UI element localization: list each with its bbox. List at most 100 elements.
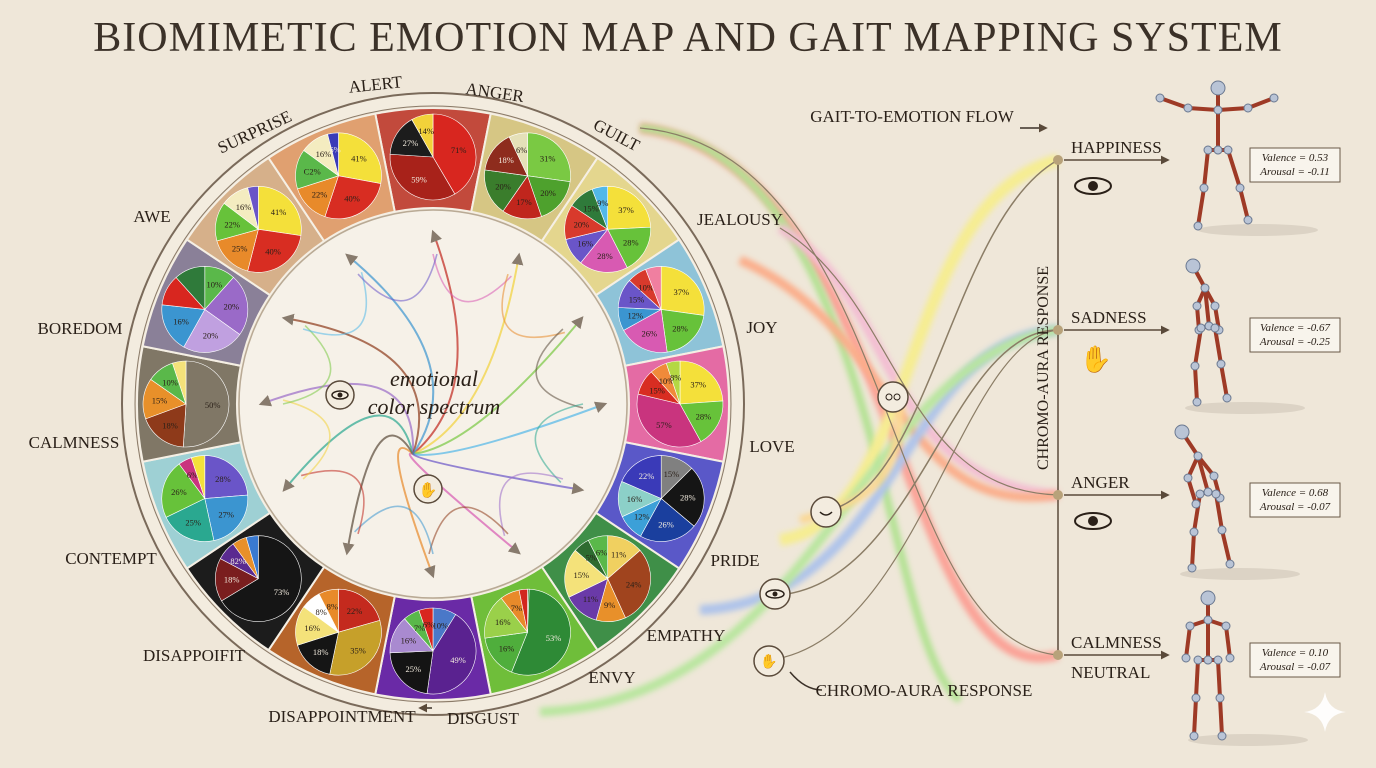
pie-slice-label: 15% <box>629 294 645 304</box>
skeleton-joint <box>1200 590 1216 606</box>
pie-slice <box>190 455 206 499</box>
pie-slice-label: 11% <box>583 594 598 604</box>
pie-slice-label: 20% <box>495 182 511 192</box>
pie-slice <box>389 153 456 201</box>
skeleton-joint <box>1211 489 1221 499</box>
pie-slice <box>518 588 528 633</box>
pie-slice-label: 18% <box>498 155 514 165</box>
segment-pie: 71%59%27%14% <box>389 113 477 201</box>
pie-slice-label: 7% <box>511 603 522 613</box>
pie-slice <box>318 588 339 633</box>
spectrum-arrow <box>397 447 436 579</box>
wheel-label-boredom: BOREDOM <box>37 319 122 338</box>
segment-pie: 37%28%57%15%10%8% <box>636 360 724 448</box>
pie-slice <box>338 132 382 184</box>
spectrum-curve <box>302 271 368 336</box>
pie-slice <box>660 309 705 353</box>
spectrum-arrow <box>412 453 585 495</box>
wheel-label-jealousy: JEALOUSY <box>697 210 783 229</box>
skeleton-joint <box>1203 655 1213 665</box>
pie-slice-label: 18% <box>313 647 329 657</box>
segment-pie: 10%20%20%16% <box>161 266 249 353</box>
pie-slice-label: 82% <box>230 556 246 566</box>
pie-slice-label: 8% <box>670 373 681 383</box>
pie-slice-label: 8% <box>316 607 327 617</box>
pie-slice-label: 16% <box>577 239 593 249</box>
face-icon-eye <box>885 393 893 401</box>
skeleton-anger <box>1174 424 1300 580</box>
skeleton-shadow <box>1185 402 1305 414</box>
pie-slice <box>645 266 662 310</box>
pie-slice-label: 9% <box>604 600 615 610</box>
wheel-label-envy: ENVY <box>588 668 635 687</box>
skeleton-joint <box>1193 451 1203 461</box>
flow-label: GAIT-TO-EMOTION FLOW <box>810 107 1014 126</box>
skeleton-joint <box>1269 93 1279 103</box>
pie-slice <box>418 607 434 652</box>
pie-slice-label: 28% <box>215 474 231 484</box>
smile-icon <box>810 496 842 528</box>
skeleton-joint <box>1213 145 1223 155</box>
emotion-label: SADNESS <box>1071 308 1147 327</box>
value-box <box>1249 147 1341 183</box>
arousal-text: Arousal = -0.07 <box>1259 501 1331 513</box>
pie-slice <box>660 266 705 316</box>
skeleton-joint <box>1190 361 1200 371</box>
pie-slice-label: 57% <box>656 420 672 430</box>
vertical-label: CHROMO-AURA RESPONSE <box>1035 266 1052 470</box>
segment-pie: 11%24%9%11%15%5%6% <box>564 535 651 622</box>
skeleton-joint <box>1223 145 1233 155</box>
pie-slice <box>247 229 302 273</box>
hand-icon: ✋ <box>1080 344 1112 374</box>
pie-slice <box>508 132 528 176</box>
spectrum-curve <box>282 325 332 405</box>
pie-slice-label: 15% <box>573 570 589 580</box>
pie-slice-label: C2% <box>304 167 321 177</box>
pie-slice <box>389 650 434 694</box>
sparkle-icon <box>1304 692 1346 732</box>
pie-slice-label: 49% <box>450 655 466 665</box>
wheel-segment-calmness: 50%18%15%10% <box>136 345 242 463</box>
pie-slice <box>426 614 477 695</box>
segment-pie: 22%35%18%16%8%8% <box>295 588 382 676</box>
eye-icon <box>1074 512 1112 530</box>
clap-icon-glyph: ✋ <box>760 653 777 670</box>
wheel-label-calmness: CALMNESS <box>29 433 120 452</box>
skeleton-bone <box>1196 186 1206 228</box>
pie-slice-label: 25% <box>405 664 421 674</box>
flow-ribbon <box>539 325 1059 717</box>
skeleton-joint <box>1225 653 1235 663</box>
emotion-label-secondary: NEUTRAL <box>1071 663 1150 682</box>
skeleton-bone <box>1246 96 1276 110</box>
skeleton-shadow <box>1198 224 1318 236</box>
pie-slice <box>161 463 206 518</box>
pie-slice <box>145 403 187 448</box>
pie-slice-label: 20% <box>540 188 556 198</box>
pie-slice-label: 6% <box>187 470 198 480</box>
spectrum-curve <box>534 403 584 483</box>
skeleton-joint <box>1222 393 1232 403</box>
wheel-segment-disappointment: 73%18%82% <box>185 511 326 652</box>
wheel-label-contempt: CONTEMPT <box>65 549 157 568</box>
skeleton-joint <box>1225 559 1235 569</box>
pie-slice <box>432 113 477 195</box>
skeleton-joint <box>1216 359 1226 369</box>
segment-pie: 28%27%25%26%6% <box>161 455 249 542</box>
hand-icon <box>413 474 443 504</box>
wheel-segment-guilt: 31%20%17%20%18%6% <box>470 112 599 243</box>
skeleton-joint <box>1210 80 1226 96</box>
segment-pie: 37%28%28%16%20%15%9% <box>564 186 651 273</box>
axis-node <box>1053 490 1063 500</box>
pie-slice-label: 17% <box>516 197 532 207</box>
pie-slice-label: 15% <box>152 396 168 406</box>
value-box <box>1249 317 1341 353</box>
skeleton-bone <box>1193 364 1199 404</box>
pie-slice-label: 73% <box>274 587 290 597</box>
valence-text: Valence = 0.10 <box>1262 647 1329 659</box>
skeleton-joint <box>1210 323 1220 333</box>
pie-slice <box>175 266 206 311</box>
pie-slice-label: 7% <box>414 623 425 633</box>
pie-slice <box>623 309 668 353</box>
